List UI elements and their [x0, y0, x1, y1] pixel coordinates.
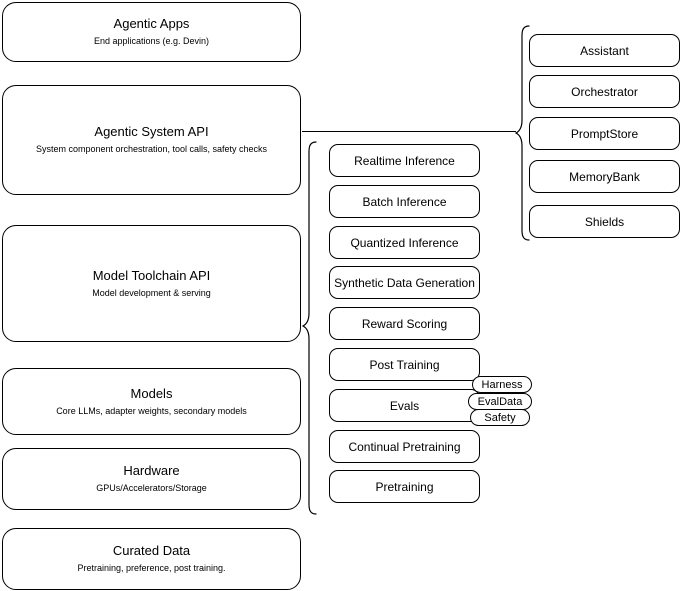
layer-title: Model Toolchain API — [92, 267, 211, 283]
brace-agentic-system-components — [509, 22, 531, 250]
capability-box-batch-inference[interactable]: Batch Inference — [329, 185, 480, 218]
capability-label: Continual Pretraining — [348, 439, 461, 454]
layer-subtitle: System component orchestration, tool cal… — [35, 144, 268, 154]
capability-box-realtime-inference[interactable]: Realtime Inference — [329, 144, 480, 177]
capability-box-evals[interactable]: Evals — [329, 389, 480, 422]
component-label: Assistant — [580, 43, 629, 58]
layer-subtitle: GPUs/Accelerators/Storage — [96, 483, 207, 493]
capability-label: Post Training — [369, 357, 440, 372]
layer-box-models[interactable]: Models Core LLMs, adapter weights, secon… — [2, 368, 301, 435]
eval-badge-safety[interactable]: Safety — [470, 409, 530, 426]
connector-system-api-to-components — [302, 131, 516, 132]
component-box-assistant[interactable]: Assistant — [529, 34, 680, 67]
component-box-memorybank[interactable]: MemoryBank — [529, 160, 680, 193]
component-box-orchestrator[interactable]: Orchestrator — [529, 75, 680, 108]
capability-label: Quantized Inference — [350, 235, 459, 250]
layer-subtitle: Model development & serving — [92, 287, 211, 298]
eval-badge-evaldata[interactable]: EvalData — [468, 393, 532, 410]
capability-label: Synthetic Data Generation — [334, 275, 475, 290]
layer-box-model-toolchain-api[interactable]: Model Toolchain API Model development & … — [2, 225, 301, 342]
layer-box-agentic-apps[interactable]: Agentic Apps End applications (e.g. Devi… — [2, 2, 301, 62]
capability-box-reward-scoring[interactable]: Reward Scoring — [329, 307, 480, 340]
component-box-shields[interactable]: Shields — [529, 205, 680, 238]
eval-badge-label: Harness — [481, 378, 523, 391]
capability-box-post-training[interactable]: Post Training — [329, 348, 480, 381]
layer-box-agentic-system-api[interactable]: Agentic System API System component orch… — [2, 85, 301, 195]
capability-label: Evals — [389, 398, 420, 413]
layer-title: Curated Data — [112, 543, 191, 558]
layer-subtitle: Pretraining, preference, post training. — [77, 563, 226, 573]
layer-title: Hardware — [123, 463, 180, 478]
component-label: Orchestrator — [571, 84, 638, 99]
capability-box-synthetic-data-generation[interactable]: Synthetic Data Generation — [329, 266, 480, 299]
capability-box-continual-pretraining[interactable]: Continual Pretraining — [329, 430, 480, 463]
eval-badge-harness[interactable]: Harness — [472, 376, 532, 393]
component-label: PromptStore — [570, 126, 639, 141]
component-label: Shields — [584, 214, 625, 229]
layer-title: Agentic System API — [94, 124, 209, 139]
eval-badge-label: Safety — [484, 411, 516, 424]
layer-title: Models — [130, 385, 173, 401]
layer-box-hardware[interactable]: Hardware GPUs/Accelerators/Storage — [2, 448, 301, 510]
capability-box-quantized-inference[interactable]: Quantized Inference — [329, 226, 480, 259]
capability-label: Batch Inference — [362, 194, 447, 209]
capability-box-pretraining[interactable]: Pretraining — [329, 470, 480, 503]
capability-label: Reward Scoring — [361, 316, 448, 331]
layer-box-curated-data[interactable]: Curated Data Pretraining, preference, po… — [2, 528, 301, 590]
layer-title: Agentic Apps — [113, 16, 190, 31]
eval-badge-label: EvalData — [477, 395, 523, 408]
capability-label: Pretraining — [375, 479, 434, 494]
layer-subtitle: End applications (e.g. Devin) — [93, 36, 210, 46]
layer-subtitle: Core LLMs, adapter weights, secondary mo… — [56, 405, 247, 416]
component-label: MemoryBank — [569, 169, 640, 184]
component-box-promptstore[interactable]: PromptStore — [529, 117, 680, 150]
capability-label: Realtime Inference — [354, 153, 455, 168]
